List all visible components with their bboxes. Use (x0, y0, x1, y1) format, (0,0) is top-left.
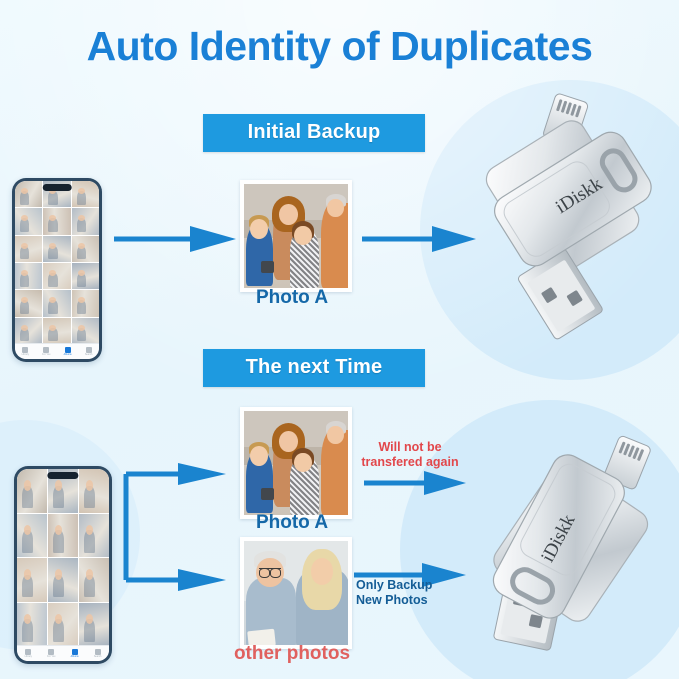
arrow-new-photo-to-drive (354, 563, 466, 587)
tab-icon (85, 346, 92, 353)
phone-screen: Library For You Albums Search (17, 469, 109, 661)
photo-thumbnail[interactable] (17, 558, 47, 602)
lightning-connector (603, 435, 651, 490)
phone-mockup-next: Library For You Albums Search (14, 466, 112, 664)
photo-grid (17, 469, 109, 646)
photo-thumbnail[interactable] (71, 235, 99, 262)
tab-icon (22, 346, 29, 353)
photo-thumbnail[interactable] (15, 290, 43, 317)
phone-tab-albums[interactable]: Albums (63, 346, 72, 356)
arrow-photo-to-drive (362, 226, 476, 252)
phone-tab-for-you[interactable]: For You (42, 346, 51, 356)
phone-tab-bar: Library For You Albums Search (17, 645, 109, 661)
note-line-1: Will not be (378, 440, 442, 454)
photo-thumbnail[interactable] (43, 208, 71, 235)
caption-photo-a-initial: Photo A (255, 287, 329, 308)
caption-other-photos: other photos (233, 643, 351, 664)
tab-icon (48, 648, 55, 655)
note-line-2: New Photos (356, 592, 428, 607)
photo-thumbnail[interactable] (79, 513, 109, 557)
photo-thumbnail[interactable] (71, 290, 99, 317)
photo-thumbnail[interactable] (43, 263, 71, 290)
usb-flash-drive-next: iDiskk (444, 424, 672, 654)
note-only-backup-new-photos: Only Backup New Photos (356, 578, 474, 608)
badge-the-next-time: The next Time (203, 349, 425, 387)
tab-icon (64, 346, 71, 353)
photo-thumbnail[interactable] (15, 181, 43, 208)
tab-label: For You (42, 352, 51, 356)
photo-thumbnail[interactable] (48, 602, 78, 646)
photo-thumbnail[interactable] (79, 602, 109, 646)
photo-thumbnail[interactable] (43, 290, 71, 317)
phone-notch (42, 184, 72, 191)
photo-other (240, 537, 352, 649)
note-line-2: transfered again (361, 454, 459, 469)
photo-thumbnail[interactable] (48, 558, 78, 602)
tab-label: Library (24, 654, 32, 658)
photo-thumbnail[interactable] (71, 317, 99, 344)
phone-notch (47, 472, 79, 479)
family-photo-image (244, 411, 348, 515)
usb-flash-drive-initial: iDiskk (455, 92, 670, 340)
photo-thumbnail[interactable] (48, 513, 78, 557)
phone-tab-albums[interactable]: Albums (70, 648, 79, 658)
phone-tab-library[interactable]: Library (24, 648, 32, 658)
drive-body: iDiskk (492, 454, 625, 619)
tab-label: Search (84, 352, 93, 356)
couple-photo-image (244, 541, 348, 645)
photo-thumbnail[interactable] (79, 558, 109, 602)
usb-a-connector (518, 248, 603, 340)
drive-body: iDiskk (494, 131, 652, 267)
family-photo-image (244, 184, 348, 288)
page-title: Auto Identity of Duplicates (86, 23, 593, 69)
photo-thumbnail[interactable] (15, 317, 43, 344)
tab-label: Library (21, 352, 29, 356)
phone-tab-library[interactable]: Library (21, 346, 29, 356)
tab-icon (71, 648, 78, 655)
phone-screen: Library For You Albums Search (15, 181, 99, 359)
photo-thumbnail[interactable] (15, 235, 43, 262)
badge-initial-backup: Initial Backup (203, 114, 425, 152)
phone-tab-for-you[interactable]: For You (47, 648, 56, 658)
photo-thumbnail[interactable] (79, 469, 109, 513)
photo-thumbnail[interactable] (15, 263, 43, 290)
arrow-branch-phone-to-photos (123, 463, 226, 591)
arrow-phone-to-photo (114, 226, 236, 252)
photo-thumbnail[interactable] (43, 235, 71, 262)
tab-icon (25, 648, 32, 655)
phone-tab-bar: Library For You Albums Search (15, 343, 99, 359)
photo-thumbnail[interactable] (17, 469, 47, 513)
caption-photo-a-duplicate: Photo A (255, 512, 329, 533)
photo-grid (15, 181, 99, 344)
photo-a-duplicate (240, 407, 352, 519)
phone-tab-search[interactable]: Search (93, 648, 102, 658)
note-will-not-be-transferred: Will not be transfered again (345, 440, 475, 470)
photo-a-initial (240, 180, 352, 292)
tab-label: Search (93, 654, 102, 658)
tab-label: Albums (70, 654, 79, 658)
tab-label: Albums (63, 352, 72, 356)
photo-thumbnail[interactable] (71, 181, 99, 208)
tab-label: For You (47, 654, 56, 658)
tab-icon (43, 346, 50, 353)
photo-thumbnail[interactable] (15, 208, 43, 235)
photo-thumbnail[interactable] (43, 317, 71, 344)
tab-icon (94, 648, 101, 655)
photo-thumbnail[interactable] (71, 263, 99, 290)
phone-mockup-initial: Library For You Albums Search (12, 178, 102, 362)
photo-thumbnail[interactable] (71, 208, 99, 235)
phone-tab-search[interactable]: Search (84, 346, 93, 356)
arrow-duplicate-to-drive (364, 471, 466, 495)
photo-thumbnail[interactable] (17, 602, 47, 646)
note-line-1: Only Backup (356, 578, 433, 592)
photo-thumbnail[interactable] (17, 513, 47, 557)
